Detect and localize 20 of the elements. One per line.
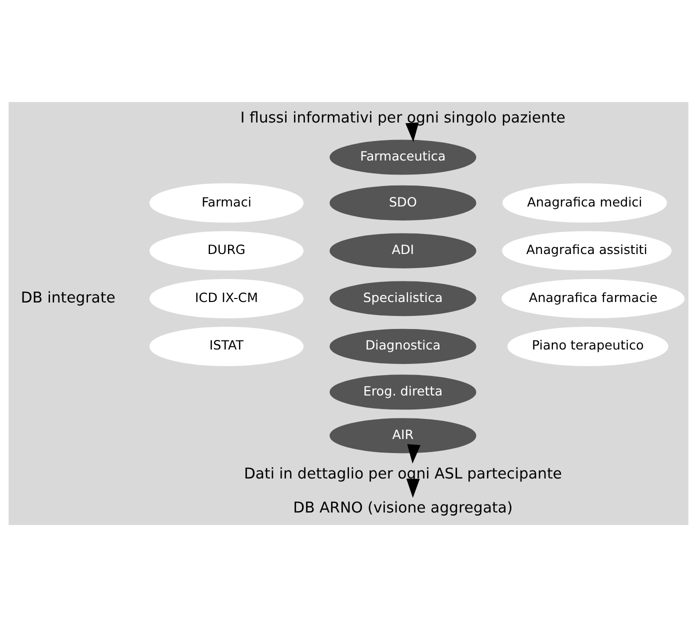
node-ellipse: Specialistica bbox=[330, 281, 476, 316]
node-ellipse: Farmaceutica bbox=[330, 140, 476, 175]
node-ellipse: ICD IX-CM bbox=[149, 278, 304, 318]
node-text: DB ARNO (visione aggregata) bbox=[293, 498, 513, 516]
node-ellipse: SDO bbox=[330, 185, 476, 220]
node-ellipse: ADI bbox=[330, 233, 476, 268]
node-ellipse: Anagrafica medici bbox=[502, 183, 667, 223]
node-ellipse: ISTAT bbox=[149, 326, 304, 366]
node-ellipse: Piano terapeutico bbox=[507, 326, 668, 366]
node-text: I flussi informativi per ogni singolo paziente bbox=[240, 108, 566, 126]
node-ellipse: Erog. diretta bbox=[330, 374, 476, 410]
node-ellipse: Anagrafica farmacie bbox=[502, 278, 685, 318]
node-ellipse: Farmaci bbox=[149, 183, 304, 223]
node-ellipse: DURG bbox=[149, 231, 304, 270]
node-ellipse: Anagrafica assistiti bbox=[502, 231, 672, 270]
arrow bbox=[405, 122, 419, 142]
arrow bbox=[407, 444, 421, 464]
node-ellipse: Diagnostica bbox=[330, 328, 476, 364]
label: DB integrate bbox=[20, 288, 116, 307]
arrow bbox=[406, 478, 420, 498]
